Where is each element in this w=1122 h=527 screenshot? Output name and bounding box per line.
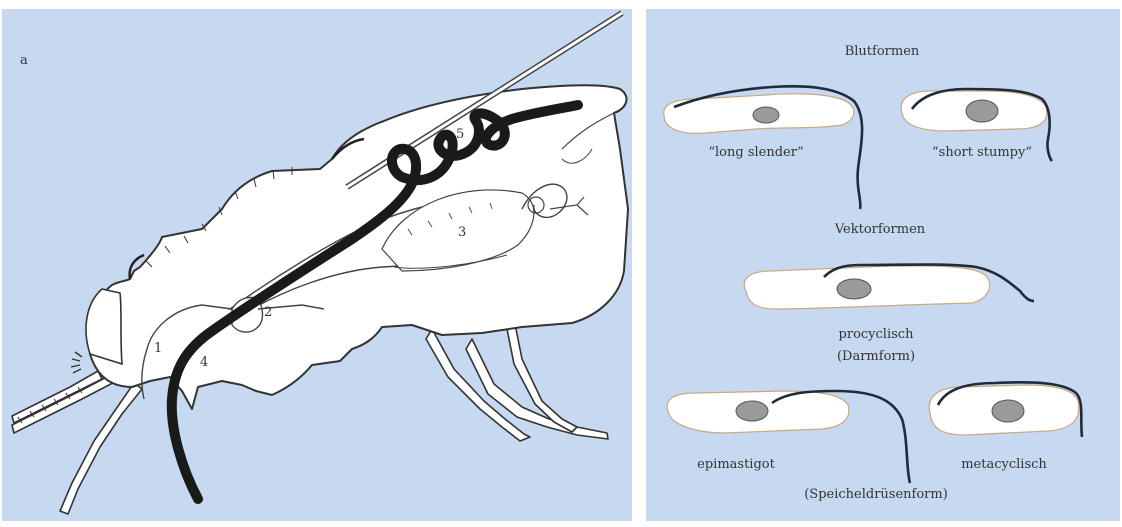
label-metacyclic: metacyclisch	[961, 457, 1047, 472]
label-epimastigote: epimastigot	[697, 457, 775, 472]
label-gut-form: (Darmform)	[837, 349, 915, 364]
label-long-slender: “long slender“	[708, 145, 803, 160]
fly-anatomy-panel: a 1 2 3 4 5	[2, 9, 632, 521]
nucleus-icon	[753, 107, 779, 123]
fly-head	[86, 289, 122, 364]
organ-number-4: 4	[200, 355, 208, 370]
fly-anatomy-drawing	[2, 9, 632, 521]
organ-number-3: 3	[458, 225, 466, 240]
organ-number-5: 5	[456, 127, 464, 142]
organ-number-1: 1	[154, 341, 162, 356]
nucleus-icon	[736, 401, 768, 421]
nucleus-icon	[992, 400, 1024, 422]
label-salivary-form: (Speicheldrüsenform)	[804, 487, 948, 502]
label-procyclic: procyclisch	[839, 327, 914, 342]
fly-antenna-icon	[71, 352, 82, 373]
organ-number-2: 2	[264, 305, 272, 320]
heading-vector-forms: Vektorformen	[835, 222, 925, 237]
nucleus-icon	[966, 100, 998, 122]
trypanosome-forms-drawing	[646, 9, 1120, 521]
trypanosome-forms-panel: Blutformen “long slender“ “short stumpy“…	[646, 9, 1120, 521]
label-short-stumpy: “short stumpy“	[932, 145, 1032, 160]
panel-letter: a	[20, 53, 28, 68]
nucleus-icon	[837, 279, 871, 299]
metacyclic-cell	[929, 382, 1082, 437]
procyclic-cell	[744, 265, 1034, 310]
heading-blood-forms: Blutformen	[845, 44, 920, 59]
